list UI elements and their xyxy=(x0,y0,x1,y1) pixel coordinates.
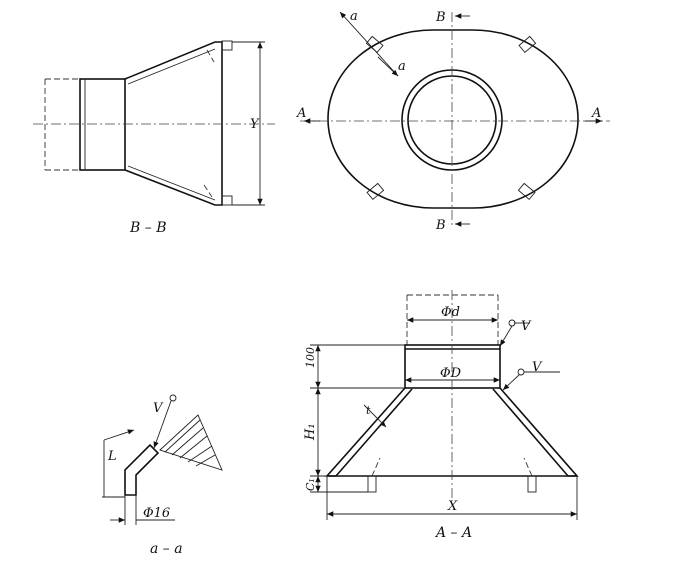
dim-x-label: X xyxy=(447,499,458,514)
section-cone-right xyxy=(492,387,579,477)
dim-y-label: Y xyxy=(250,117,260,132)
dim-t-label: t xyxy=(366,404,371,417)
caption-aa-small: a – a xyxy=(150,541,183,557)
dim-c1-label: C₁ xyxy=(304,478,317,491)
section-b-bottom: B xyxy=(435,218,446,233)
section-cone-left xyxy=(325,387,413,477)
phantom-pipe xyxy=(44,78,80,171)
weld-v-label: V xyxy=(153,401,164,416)
view-section-aa: Φd ΦD 100 H₁ C₁ t X V V A – A xyxy=(303,290,579,541)
weld-v-label-section: V xyxy=(521,319,532,334)
pipe-stub xyxy=(79,78,126,171)
section-lug-right xyxy=(527,475,537,493)
dim-h1-label: H₁ xyxy=(303,423,318,441)
caption-aa-section: A – A xyxy=(434,525,472,541)
hatched-plate xyxy=(159,414,223,471)
section-pipe-stub xyxy=(404,344,501,389)
dim-phi-D-label: ΦD xyxy=(440,366,462,381)
weld-symbol: V xyxy=(532,360,543,375)
dim-phi16-label: Φ16 xyxy=(143,506,170,521)
caption-bb: B – B xyxy=(129,220,166,236)
plan-lug-bl xyxy=(366,182,385,200)
dim-l-label: L xyxy=(107,449,117,464)
lug-bottom xyxy=(221,195,233,206)
plan-lug-tl xyxy=(365,35,384,53)
lug-top xyxy=(221,40,233,51)
plan-lug-br xyxy=(517,182,536,200)
dim-100-label: 100 xyxy=(304,347,317,368)
cone-outline xyxy=(124,41,223,206)
dim-phi-d-label: Φd xyxy=(441,305,460,320)
lug-bent-bar xyxy=(124,443,160,496)
section-a-right: A xyxy=(591,106,601,121)
view-bb: Y B – B xyxy=(33,40,275,236)
oval-flange xyxy=(327,29,579,209)
section-a-left: A xyxy=(296,106,306,121)
section-lug-left xyxy=(367,475,377,493)
plan-lug-tr xyxy=(518,35,537,53)
dim-a-label-2: a xyxy=(398,59,406,74)
view-plan: a a A A B B xyxy=(296,9,610,233)
section-b-top: B xyxy=(435,10,446,25)
phantom-upper-pipe xyxy=(406,294,499,345)
dim-a-label-1: a xyxy=(350,9,358,24)
view-aa-detail: V L Φ16 a – a xyxy=(102,394,223,557)
